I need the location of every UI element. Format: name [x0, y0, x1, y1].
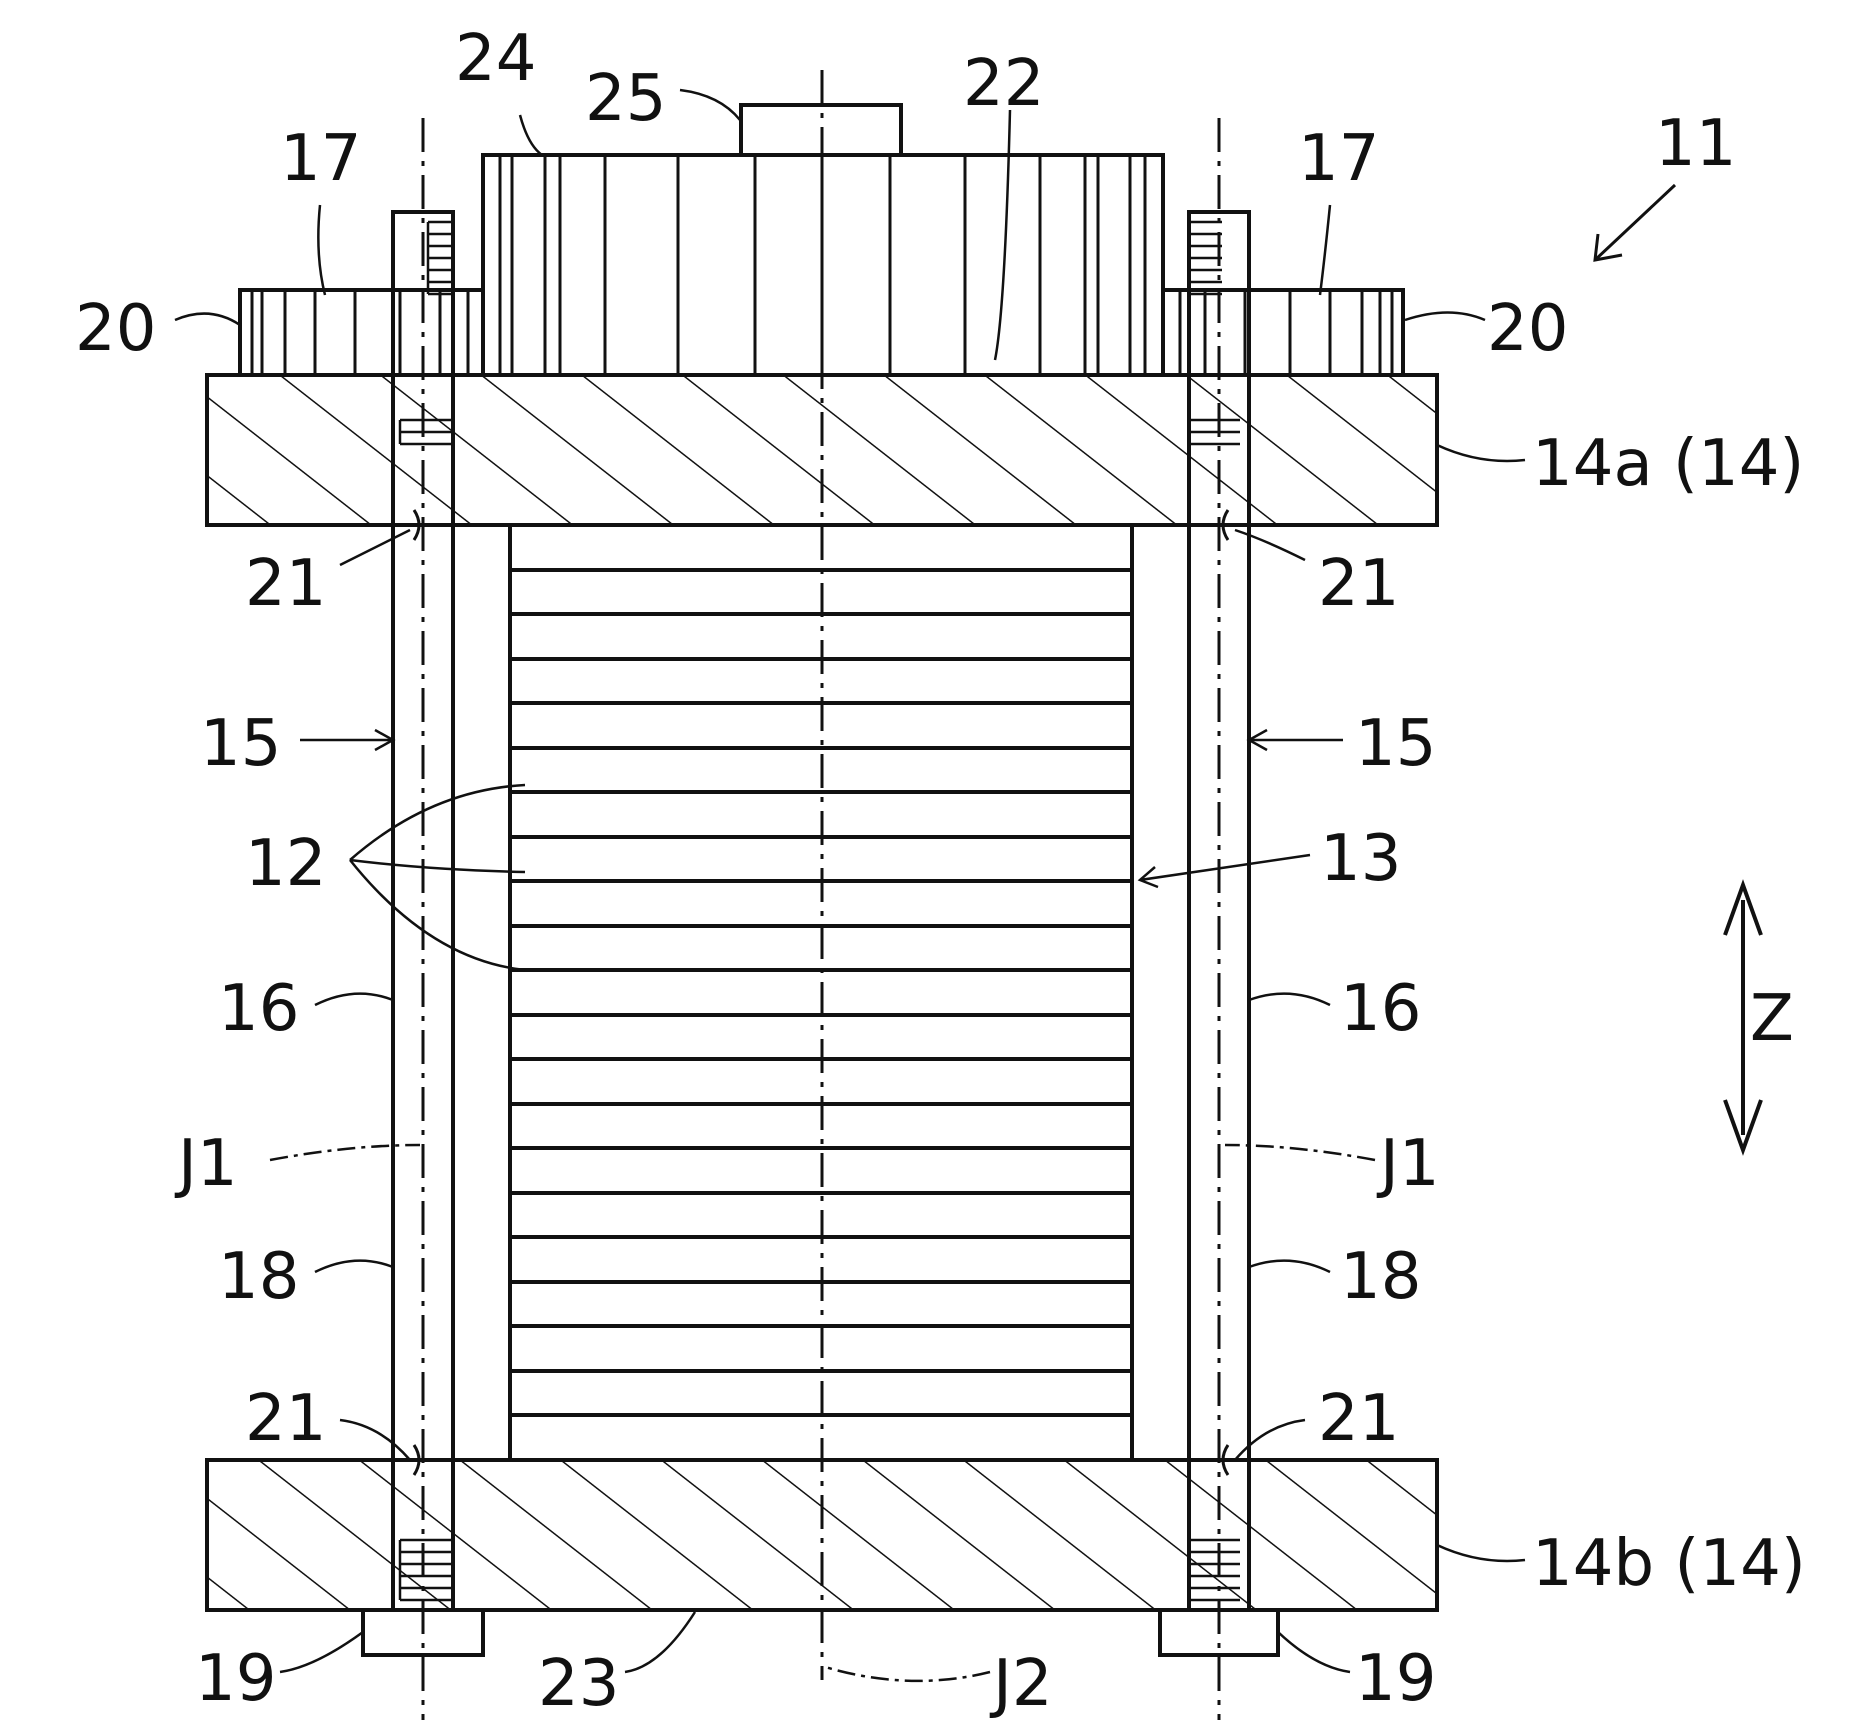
- label-13: 13: [1320, 822, 1401, 896]
- label-18-right: 18: [1340, 1240, 1421, 1314]
- left-gear-block: [240, 290, 483, 375]
- label-12: 12: [245, 827, 326, 901]
- label-16-right: 16: [1340, 972, 1421, 1046]
- label-17-left: 17: [280, 122, 361, 196]
- label-z: Z: [1750, 982, 1794, 1056]
- label-j2: J2: [989, 1647, 1053, 1721]
- right-gear-block: [1163, 290, 1403, 375]
- label-j1-right: J1: [1376, 1127, 1440, 1201]
- label-16-left: 16: [218, 972, 299, 1046]
- label-20-right: 20: [1487, 292, 1568, 366]
- label-14a: 14a (14): [1532, 427, 1804, 501]
- label-24: 24: [455, 22, 536, 96]
- label-j1-left: J1: [174, 1127, 238, 1201]
- label-18-left: 18: [218, 1240, 299, 1314]
- label-25: 25: [585, 62, 666, 136]
- label-15-left: 15: [200, 707, 281, 781]
- label-22: 22: [963, 47, 1044, 121]
- label-21-br: 21: [1318, 1382, 1399, 1456]
- assembly-arrow: [1595, 185, 1675, 260]
- label-17-right: 17: [1298, 122, 1379, 196]
- label-14b: 14b (14): [1532, 1527, 1806, 1601]
- label-23: 23: [538, 1647, 619, 1721]
- left-gear-tooth-lines: [252, 290, 468, 375]
- label-21-tr: 21: [1318, 547, 1399, 621]
- label-19-left: 19: [195, 1642, 276, 1716]
- label-19-right: 19: [1355, 1642, 1436, 1716]
- label-11: 11: [1655, 107, 1736, 181]
- label-21-bl: 21: [245, 1382, 326, 1456]
- label-15-right: 15: [1355, 707, 1436, 781]
- label-20-left: 20: [75, 292, 156, 366]
- right-gear-tooth-lines: [1180, 290, 1392, 375]
- label-21-tl: 21: [245, 547, 326, 621]
